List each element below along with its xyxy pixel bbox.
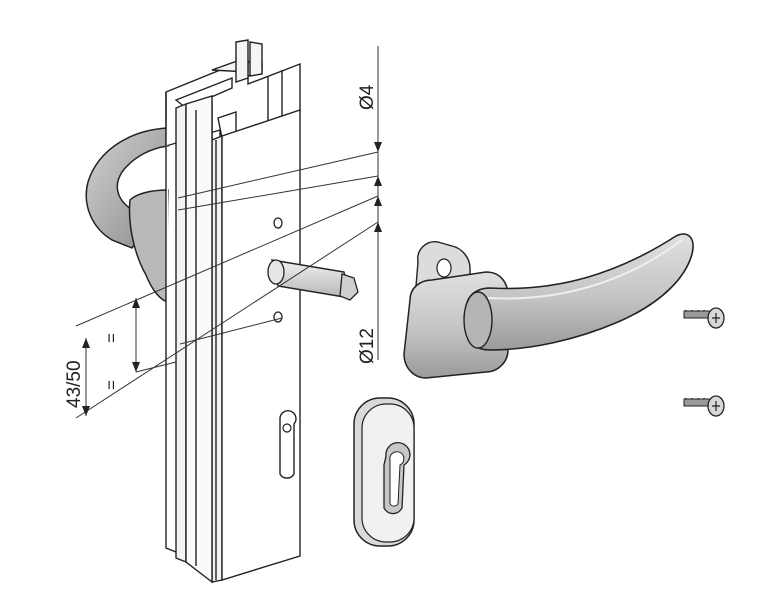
cylinder-escutcheon xyxy=(353,397,415,547)
profile-cylinder-cutout xyxy=(279,410,297,479)
cylinder-keyhole-icon xyxy=(383,442,411,515)
rear-handle xyxy=(85,127,169,303)
lower-screw-hole xyxy=(273,311,283,323)
upper-screw-hole xyxy=(273,217,283,229)
front-handle xyxy=(403,233,694,379)
screw-icon xyxy=(683,395,725,417)
screw-icon xyxy=(683,307,725,329)
label-equal-upper: = xyxy=(102,333,121,343)
dimension-arrows xyxy=(82,142,382,416)
label-hole-spacing: 43/50 xyxy=(64,360,85,408)
spindle xyxy=(267,259,359,301)
label-screw-hole-diameter: Ø4 xyxy=(357,84,378,110)
label-equal-lower: = xyxy=(102,380,121,390)
door-profile xyxy=(165,39,301,584)
label-spindle-diameter: Ø12 xyxy=(357,328,378,364)
